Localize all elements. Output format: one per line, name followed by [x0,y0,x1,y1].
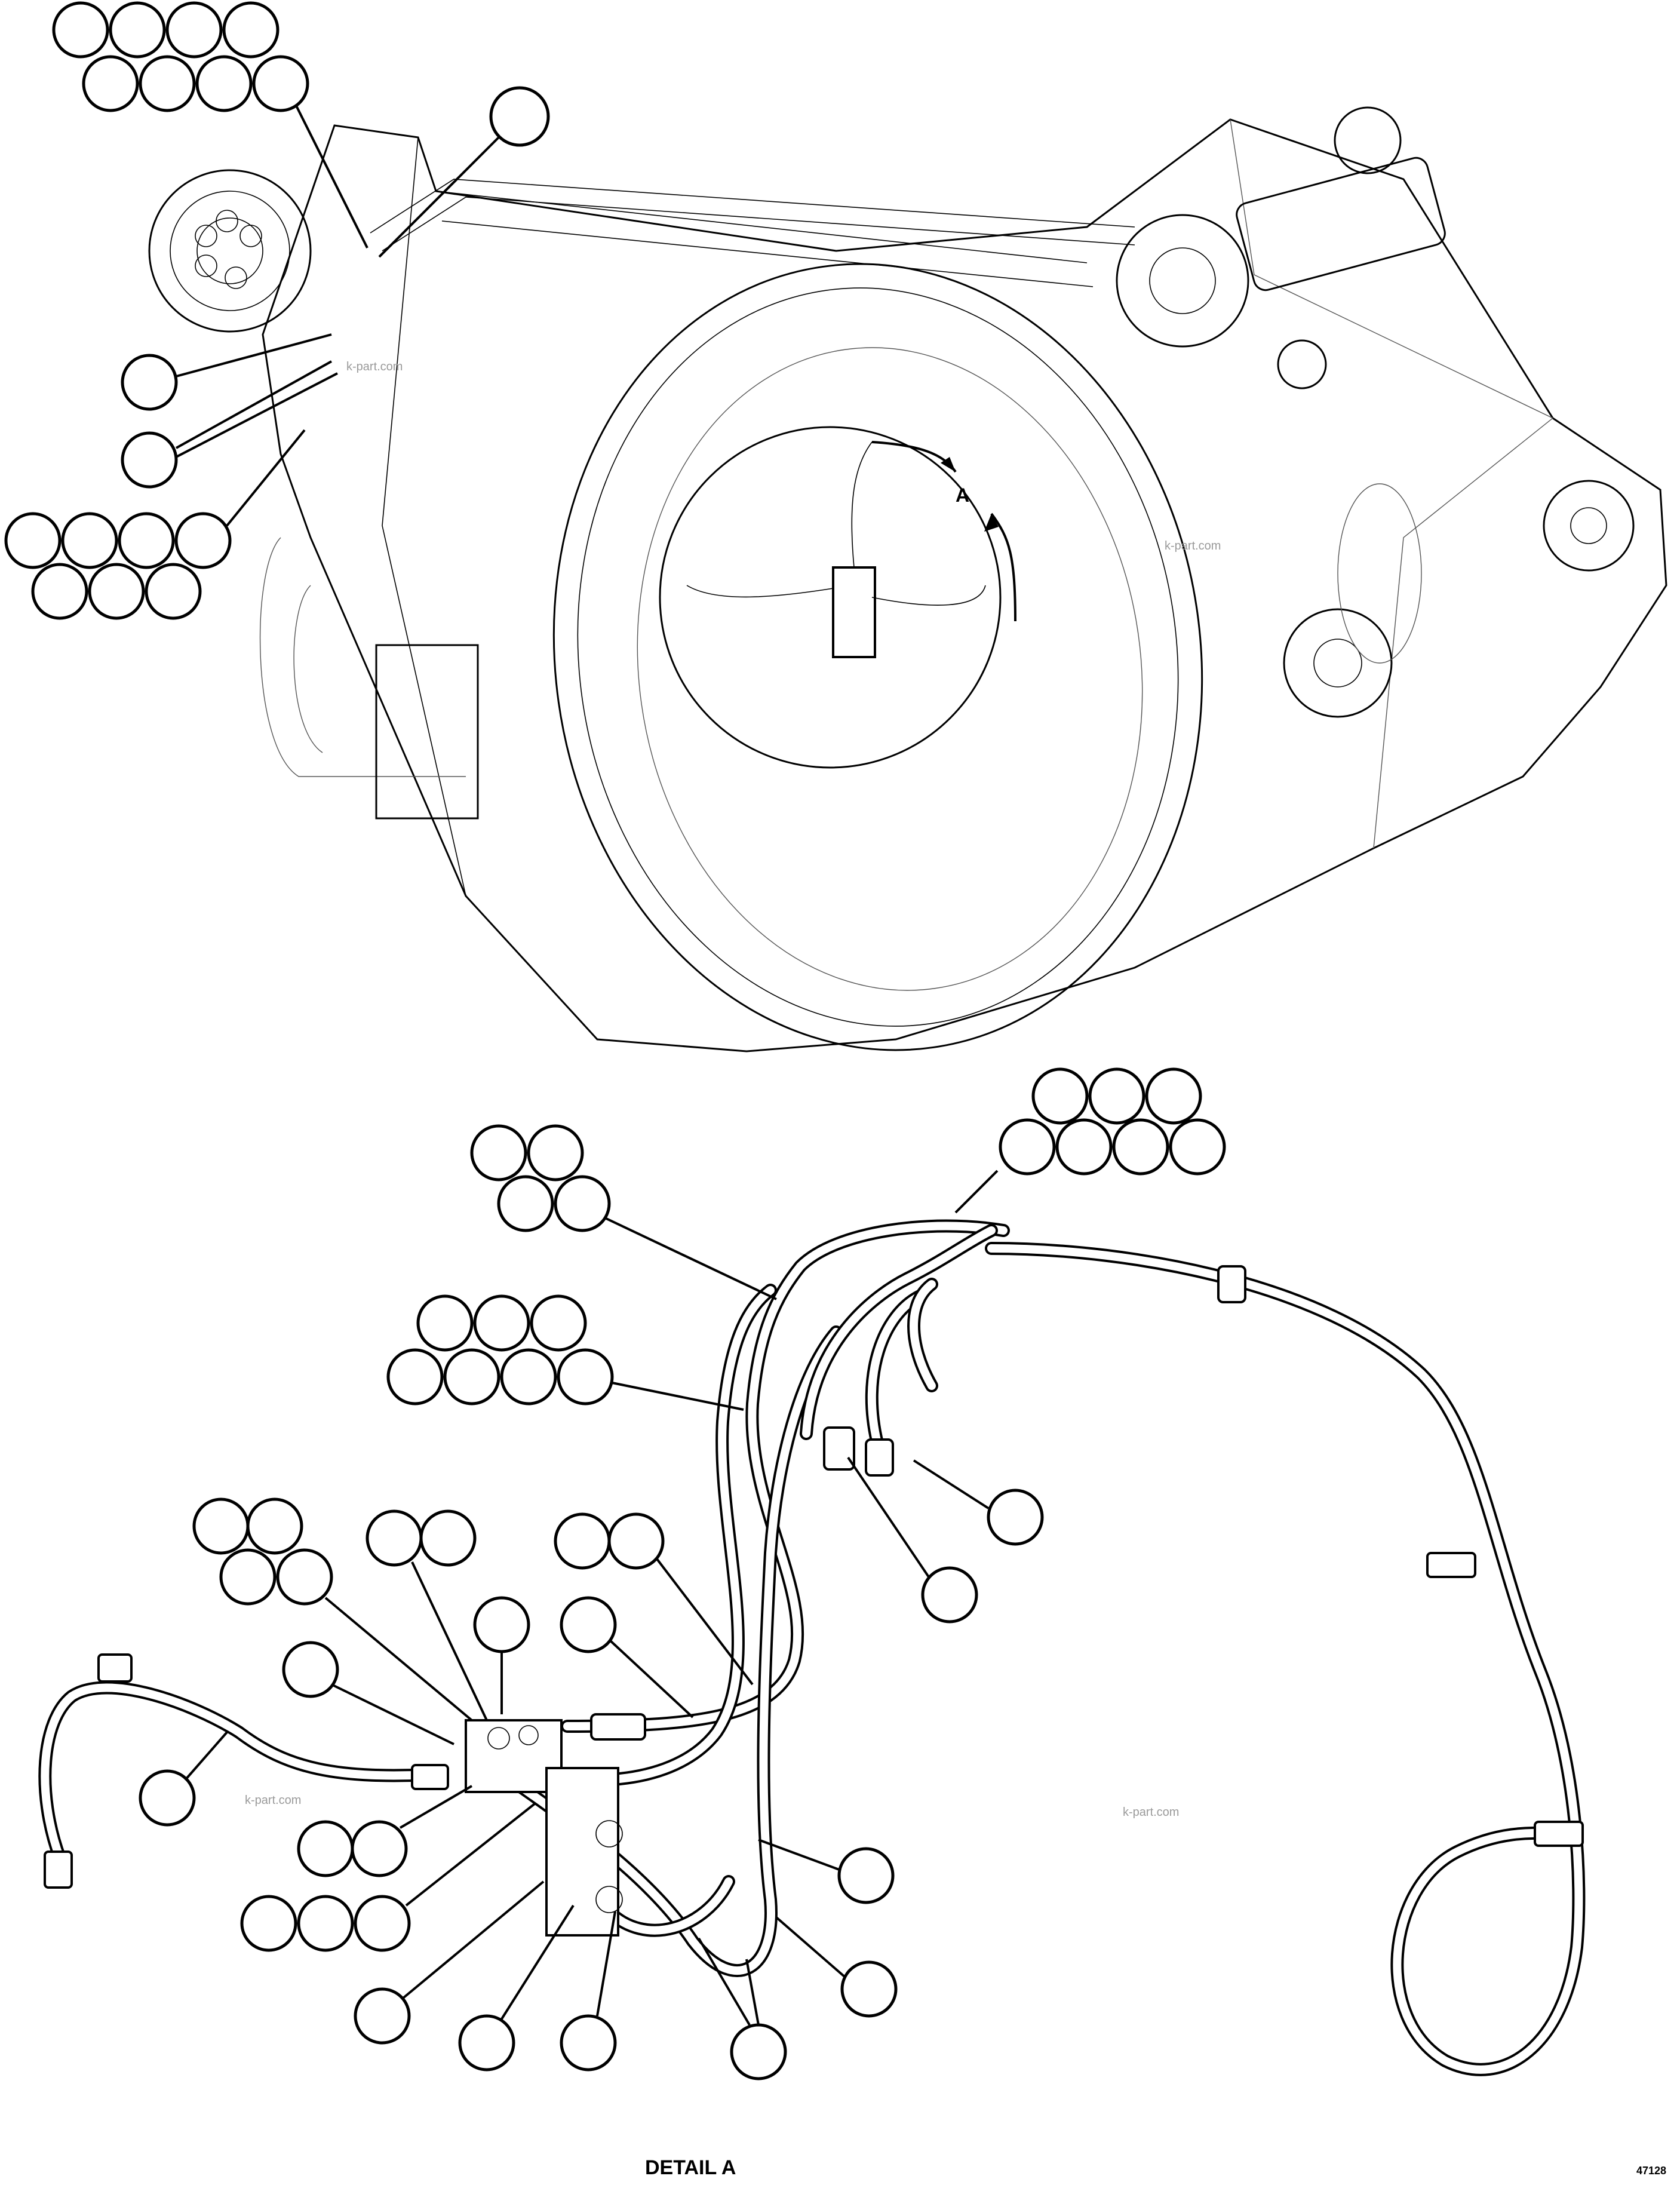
callout-bubble [4,512,62,569]
callout-bubble [530,1294,587,1352]
callout-bubble [121,354,178,411]
callout-bubble [297,1820,354,1877]
callout-bubble [282,1641,339,1698]
callout-bubble [61,512,118,569]
callouts-detail [139,1067,1226,2080]
callout-bubble [121,431,178,489]
callout-bubble [1169,1118,1226,1176]
callout-bubble [557,1348,614,1405]
callout-bubble [416,1294,474,1352]
callout-bubble [118,512,175,569]
callout-bubble [473,1596,530,1653]
callout-bubble [840,1960,898,2018]
callout-bubble [354,1895,411,1952]
callout-bubble [297,1895,354,1952]
callout-bubble [109,1,166,59]
callout-bubble [999,1118,1056,1176]
callout-bubble [139,1769,196,1827]
callout-bubble [354,1987,411,2045]
callout-bubble [554,1175,611,1232]
watermark-3: k-part.com [245,1794,301,1807]
ring-flange [552,263,1203,1051]
callouts-top [4,1,550,620]
callout-bubble [837,1847,895,1904]
callout-bubble [987,1489,1044,1546]
callout-bubble [88,563,145,620]
frame-assembly-view: A [148,106,1667,1052]
callout-bubble [500,1348,557,1405]
frame-outline [262,118,1667,1052]
callout-bubble [174,512,232,569]
callout-bubble [366,1509,423,1567]
callout-bubble [560,1596,617,1653]
detail-a-view: k-part.com k-part.com k-part.com k-part.… [38,360,1586,2076]
detail-marker-label: A [956,484,969,506]
callout-bubble [195,55,253,112]
callout-bubble [1088,1067,1145,1125]
hose-right-loop [985,1242,1586,2076]
hose-left [38,1681,449,1864]
callout-bubble [1055,1118,1113,1176]
callout-bubble [1145,1067,1202,1125]
callout-bubble [222,1,280,59]
callout-bubble [527,1124,584,1182]
callout-bubble [419,1509,477,1567]
callout-bubble [351,1820,408,1877]
callout-bubble [240,1895,297,1952]
callout-bubble [252,55,309,112]
callout-bubble [1112,1118,1169,1176]
pivot-hub [148,169,312,333]
callout-bubble [31,563,88,620]
detail-a-circle [659,426,1002,769]
callout-bubble [470,1124,527,1182]
caption: DETAIL A [645,2156,736,2179]
callout-bubble [246,1497,303,1555]
callout-bubble [165,1,223,59]
hose-bundle [507,1219,1010,1977]
callout-bubble [139,55,196,112]
callout-bubble [52,1,109,59]
callout-bubble [554,1512,611,1570]
valve-block [465,1719,623,1937]
callout-bubble [443,1348,500,1405]
callout-bubble [560,2014,617,2072]
callout-bubble [458,2014,515,2072]
watermark-4: k-part.com [1123,1806,1179,1819]
callout-bubble [1031,1067,1089,1125]
callout-bubble [192,1497,250,1555]
callout-bubble [473,1294,530,1352]
callout-bubble [276,1548,333,1606]
watermark-1: k-part.com [346,360,403,373]
callout-bubble [219,1548,277,1606]
callout-bubble [730,2023,787,2080]
callout-bubble [386,1348,444,1405]
watermark-2: k-part.com [1165,539,1221,553]
callout-bubble [489,86,550,147]
figure-id: 47128 [1636,2165,1666,2177]
callout-bubble [497,1175,554,1232]
callout-bubble [145,563,202,620]
callout-bubble [82,55,139,112]
callout-bubble [921,1566,978,1624]
callout-bubble [607,1512,665,1570]
